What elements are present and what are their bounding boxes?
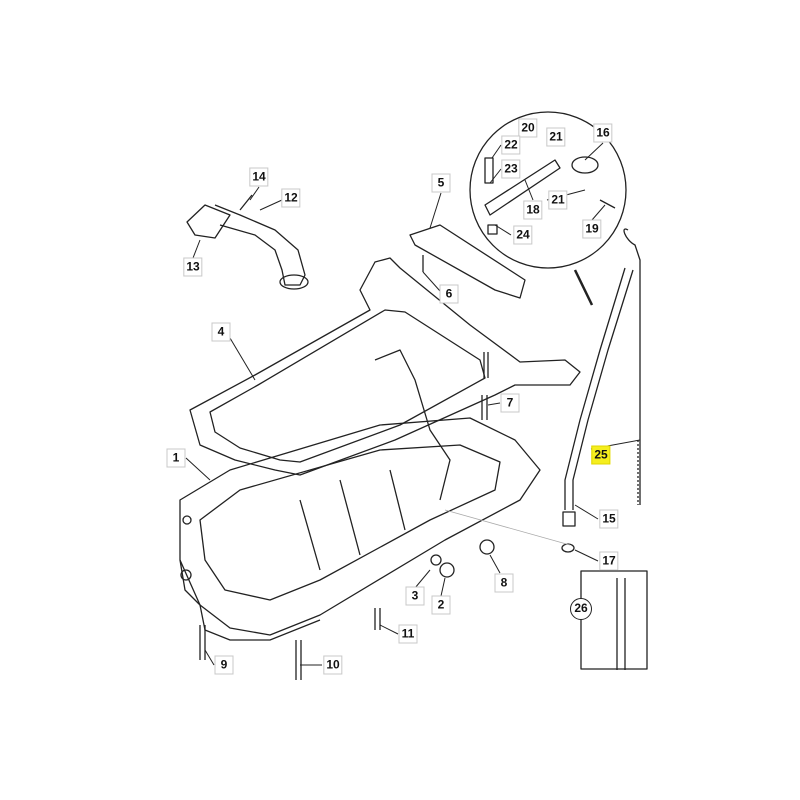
- detail-inset-circle: [469, 111, 627, 269]
- inset-pointer-arrow: [573, 269, 594, 306]
- callout-9[interactable]: 9: [214, 655, 234, 675]
- callout-20[interactable]: 20: [518, 118, 538, 138]
- callout-17[interactable]: 17: [599, 551, 619, 571]
- callout-21-top[interactable]: 21: [546, 127, 566, 147]
- callout-25-highlighted[interactable]: 25: [591, 445, 611, 465]
- callout-2[interactable]: 2: [431, 595, 451, 615]
- callout-22[interactable]: 22: [501, 135, 521, 155]
- callout-13[interactable]: 13: [183, 257, 203, 277]
- callout-6[interactable]: 6: [439, 284, 459, 304]
- tube-end-detail: [616, 578, 626, 670]
- callout-7[interactable]: 7: [500, 393, 520, 413]
- oil-pan-gasket: [189, 257, 581, 476]
- callout-11[interactable]: 11: [398, 624, 418, 644]
- callout-12[interactable]: 12: [281, 188, 301, 208]
- callout-26[interactable]: 26: [570, 598, 592, 620]
- callout-14[interactable]: 14: [249, 167, 269, 187]
- callout-19[interactable]: 19: [582, 219, 602, 239]
- callout-21-bottom[interactable]: 21: [548, 190, 568, 210]
- callout-16[interactable]: 16: [593, 123, 613, 143]
- callout-5[interactable]: 5: [431, 173, 451, 193]
- detail-box: [580, 570, 648, 670]
- callout-15[interactable]: 15: [599, 509, 619, 529]
- callout-23[interactable]: 23: [501, 159, 521, 179]
- callout-4[interactable]: 4: [211, 322, 231, 342]
- inset-parts: [484, 156, 616, 235]
- bracket: [409, 224, 526, 299]
- callout-18[interactable]: 18: [523, 200, 543, 220]
- callout-24[interactable]: 24: [513, 225, 533, 245]
- callout-8[interactable]: 8: [494, 573, 514, 593]
- callout-1[interactable]: 1: [166, 448, 186, 468]
- dipstick: [623, 228, 641, 505]
- callout-3[interactable]: 3: [405, 586, 425, 606]
- oil-pan: [179, 349, 541, 641]
- leader-lines: [185, 142, 641, 666]
- dipstick-tube: [561, 267, 634, 553]
- bolts: [199, 352, 495, 680]
- callout-10[interactable]: 10: [323, 655, 343, 675]
- oil-pickup-tube: [186, 194, 309, 290]
